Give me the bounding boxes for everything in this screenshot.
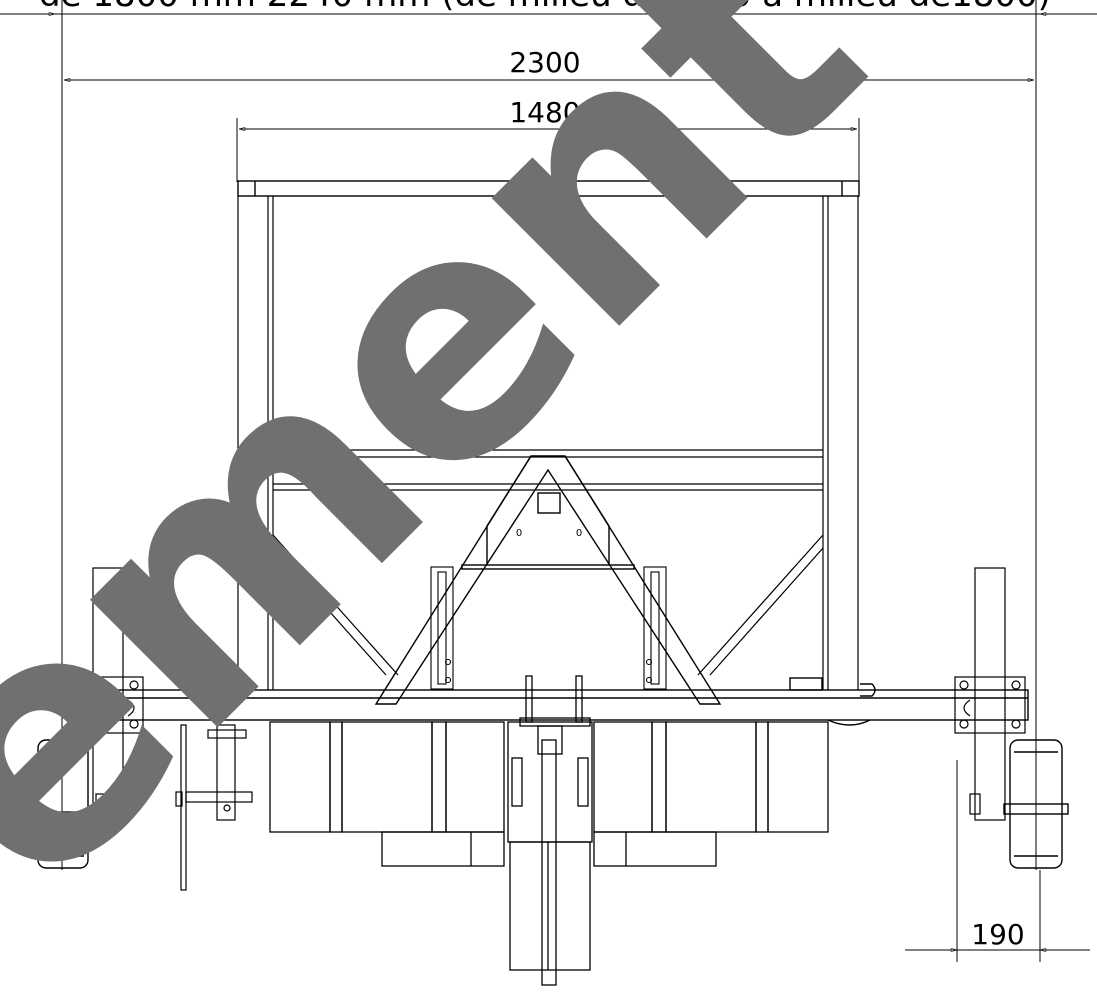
wheel-offset-label: 190 — [971, 918, 1024, 951]
overall-width-dimension — [61, 0, 1037, 870]
top-range-label: de 1800 mm 2240 mm (de milieu de1800 à m… — [39, 0, 1051, 15]
hitch-brackets — [430, 566, 667, 690]
diagonal-braces — [272, 534, 824, 676]
frame-width-label: 1480 — [509, 96, 580, 129]
top-crossbar — [237, 180, 860, 197]
watermark-text: ement — [0, 0, 932, 960]
left-marker-arm — [175, 724, 253, 891]
overall-width-label: 2300 — [509, 46, 580, 79]
seed-boxes — [269, 721, 829, 867]
frame-uprights — [237, 196, 859, 690]
main-toolbar-beam — [67, 677, 1029, 726]
left-wheel-assembly — [27, 567, 144, 821]
frame-width-dimension — [236, 118, 860, 182]
middle-crossbeams — [273, 449, 823, 491]
wheel-offset-dimension — [905, 760, 1090, 962]
right-wheel-assembly — [954, 567, 1026, 821]
hitch-triangle — [374, 455, 722, 705]
hitch-mark-left: 0 — [516, 528, 522, 539]
center-coulter — [507, 675, 593, 986]
hitch-mark-right: 0 — [576, 528, 582, 539]
right-wheel — [1003, 739, 1069, 869]
left-wheel — [37, 739, 89, 869]
